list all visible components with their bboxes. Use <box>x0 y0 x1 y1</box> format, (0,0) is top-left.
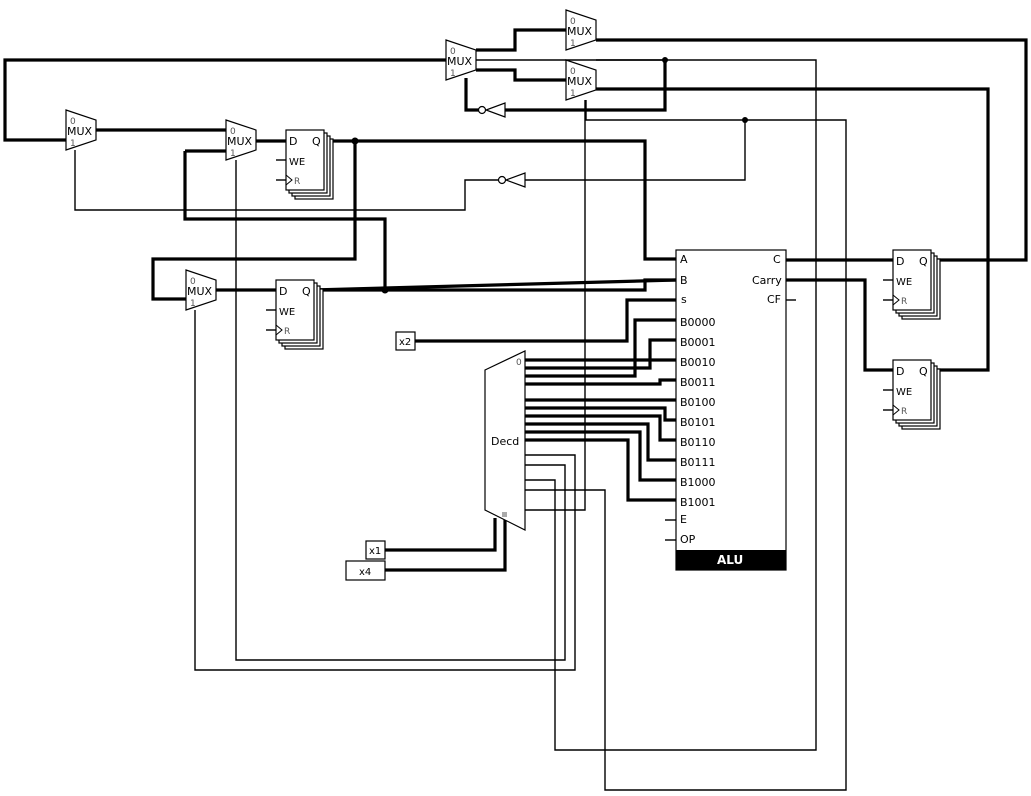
alu-input-b: B <box>680 274 688 287</box>
dff-we-label: WE <box>896 277 912 288</box>
alu-input-e: E <box>680 513 687 526</box>
junctions <box>351 57 748 294</box>
inverter-top[interactable] <box>477 102 506 118</box>
mux-input-0-label: 0 <box>570 17 576 27</box>
dff-register-b[interactable]: D Q WE R <box>266 279 324 350</box>
mux-input-1-label: 1 <box>190 299 196 309</box>
dff-c-flag[interactable]: D Q WE R <box>883 249 941 320</box>
dff-q-label: Q <box>919 255 928 268</box>
alu-op-input-label: B0111 <box>680 456 716 469</box>
const-x2-label: x2 <box>399 337 411 348</box>
const-x1[interactable]: x1 <box>365 540 386 560</box>
dff-we-label: WE <box>279 307 295 318</box>
dff-we-label: WE <box>896 387 912 398</box>
inverter-middle[interactable] <box>497 172 526 188</box>
mux-input-1-label: 1 <box>570 89 576 99</box>
mux-label: MUX <box>567 25 593 38</box>
d-flip-flops: D Q WE R D Q WE R D Q WE R D Q WE R <box>266 129 941 430</box>
mux-label: MUX <box>187 285 213 298</box>
mux-input-0-label: 0 <box>70 117 76 127</box>
alu-op-input-label: B1001 <box>680 496 716 509</box>
mux-input-0-label: 0 <box>570 67 576 77</box>
alu-input-op: OP <box>680 533 696 546</box>
alu-title: ALU <box>717 553 743 567</box>
alu-op-input-label: B0011 <box>680 376 716 389</box>
alu-op-input-label: B0101 <box>680 416 716 429</box>
mux-label: MUX <box>67 125 93 138</box>
const-x2[interactable]: x2 <box>395 331 416 351</box>
const-x1-label: x1 <box>369 546 381 557</box>
dff-q-label: Q <box>919 365 928 378</box>
const-x4-label: x4 <box>359 567 371 578</box>
alu-op-input-label: B0110 <box>680 436 716 449</box>
mux-input-0-label: 0 <box>450 47 456 57</box>
alu-op-input-label: B0000 <box>680 316 716 329</box>
mux-input-0-label: 0 <box>230 127 236 137</box>
alu-input-a: A <box>680 253 688 266</box>
alu-op-input-label: B0010 <box>680 356 716 369</box>
const-x4[interactable]: x4 <box>345 560 386 581</box>
mux-input-1-label: 1 <box>70 139 76 149</box>
dff-carry-flag[interactable]: D Q WE R <box>883 359 941 430</box>
dff-r-label: R <box>901 297 907 307</box>
dff-d-label: D <box>896 365 904 378</box>
mux-label: MUX <box>227 135 253 148</box>
alu-op-input-label: B0100 <box>680 396 716 409</box>
dff-q-label: Q <box>312 135 321 148</box>
mux-input-1-label: 1 <box>230 149 236 159</box>
alu-input-s: s <box>681 293 687 306</box>
alu-op-input-label: B0001 <box>680 336 716 349</box>
dff-d-label: D <box>289 135 297 148</box>
mux-input-1-label: 1 <box>570 39 576 49</box>
dff-we-label: WE <box>289 157 305 168</box>
alu-output-cf: CF <box>767 293 781 306</box>
dff-r-label: R <box>294 177 300 187</box>
dff-r-label: R <box>901 407 907 417</box>
dff-d-label: D <box>279 285 287 298</box>
mux-label: MUX <box>567 75 593 88</box>
decoder[interactable]: Decd 0 <box>484 350 526 531</box>
dff-r-label: R <box>284 327 290 337</box>
thin-wires <box>74 59 847 791</box>
alu-output-carry: Carry <box>752 274 782 287</box>
alu-op-input-label: B1000 <box>680 476 716 489</box>
alu[interactable]: ALU A B s C Carry CF B0000B0001B0010B001… <box>665 249 796 571</box>
mux-input-0-label: 0 <box>190 277 196 287</box>
alu-op-inputs: B0000B0001B0010B0011B0100B0101B0110B0111… <box>680 316 716 509</box>
mux-label: MUX <box>447 55 473 68</box>
wires <box>3 28 1028 572</box>
decoder-label: Decd <box>491 435 519 448</box>
alu-output-c: C <box>773 253 781 266</box>
dff-register-a[interactable]: D Q WE R <box>276 129 334 200</box>
dff-q-label: Q <box>302 285 311 298</box>
dff-d-label: D <box>896 255 904 268</box>
decoder-output-0-label: 0 <box>516 358 522 368</box>
mux-input-1-label: 1 <box>450 69 456 79</box>
